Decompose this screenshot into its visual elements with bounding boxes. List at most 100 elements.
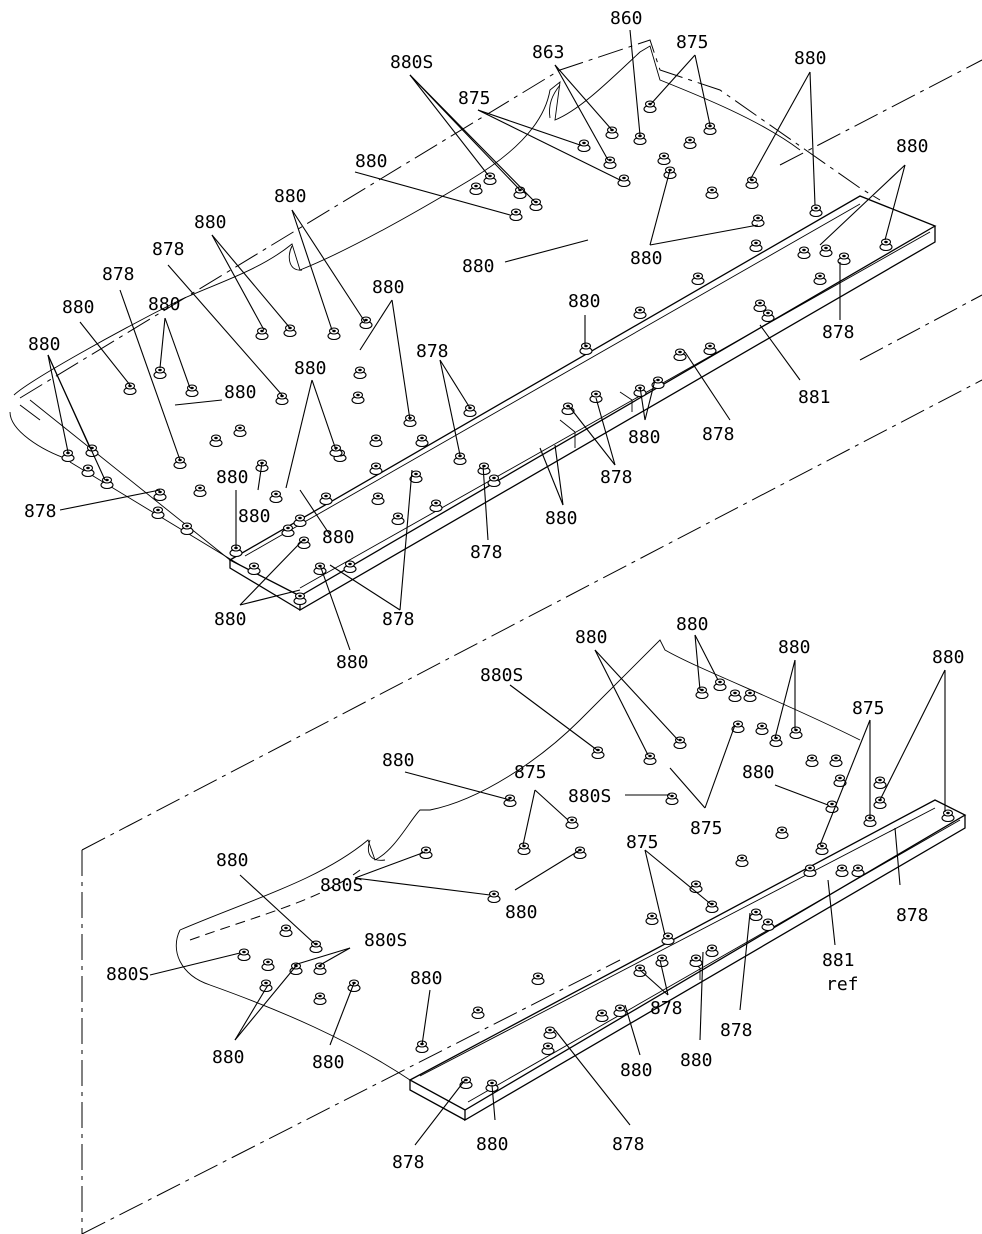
nut-fastener <box>153 488 167 502</box>
nut-fastener <box>761 918 775 932</box>
nut-fastener <box>655 954 669 968</box>
nut-fastener <box>531 972 545 986</box>
callout-label: 880 <box>896 136 929 157</box>
callout-label: 878 <box>702 424 735 445</box>
callout-label: 880 <box>28 334 61 355</box>
nut-fastener <box>347 979 361 993</box>
nut-fastener <box>319 492 333 506</box>
nut-fastener <box>851 864 865 878</box>
nut-fastener <box>633 306 647 320</box>
callout-label: 881 <box>822 950 855 971</box>
nut-fastener <box>429 499 443 513</box>
nut-fastener <box>487 890 501 904</box>
nut-fastener <box>283 324 297 338</box>
nut-fastener <box>100 476 114 490</box>
nut-fastener <box>327 327 341 341</box>
nut-fastener <box>673 348 687 362</box>
nut-fastener <box>517 842 531 856</box>
callout-label: 880 <box>336 652 369 673</box>
callout-label: 880 <box>568 291 601 312</box>
nut-fastener <box>313 562 327 576</box>
callout-label: 880 <box>628 427 661 448</box>
nut-fastener <box>769 734 783 748</box>
nut-fastener <box>463 404 477 418</box>
nut-fastener <box>61 449 75 463</box>
callout-label: 880 <box>630 248 663 269</box>
nut-fastener <box>603 156 617 170</box>
callout-label: 880S <box>320 875 363 896</box>
callout-label: 875 <box>676 32 709 53</box>
nut-fastener <box>749 908 763 922</box>
callout-label: 878 <box>600 467 633 488</box>
callout-label: 878 <box>470 542 503 563</box>
callout-label: 880 <box>194 212 227 233</box>
nut-fastener <box>789 726 803 740</box>
nut-fastener <box>873 776 887 790</box>
nut-fastener <box>691 272 705 286</box>
nut-fastener <box>705 186 719 200</box>
callout-label: 860 <box>610 8 643 29</box>
callout-label: 880 <box>382 750 415 771</box>
nut-fastener <box>751 214 765 228</box>
nut-fastener <box>403 414 417 428</box>
nut-fastener <box>371 492 385 506</box>
nut-fastener <box>415 1040 429 1054</box>
nut-fastener <box>247 562 261 576</box>
nut-fastener <box>483 172 497 186</box>
nut-fastener <box>703 122 717 136</box>
nut-fastener <box>193 484 207 498</box>
callout-label: 878 <box>720 1020 753 1041</box>
nut-fastener <box>259 979 273 993</box>
fastener-nuts <box>61 100 955 1093</box>
callout-label: 880S <box>390 52 433 73</box>
nut-fastener <box>743 689 757 703</box>
nut-fastener <box>123 382 137 396</box>
nut-fastener <box>477 462 491 476</box>
nut-fastener <box>703 342 717 356</box>
nut-fastener <box>833 774 847 788</box>
nut-fastener <box>359 316 373 330</box>
callout-label: 875 <box>514 762 547 783</box>
nut-fastener <box>579 342 593 356</box>
nut-fastener <box>209 434 223 448</box>
nut-fastener <box>591 746 605 760</box>
nut-fastener <box>577 139 591 153</box>
nut-fastener <box>809 204 823 218</box>
nut-fastener <box>813 272 827 286</box>
nut-fastener <box>269 490 283 504</box>
nut-fastener <box>565 816 579 830</box>
nut-fastener <box>261 958 275 972</box>
nut-fastener <box>153 366 167 380</box>
nut-fastener <box>369 462 383 476</box>
callout-label: ref <box>826 974 859 995</box>
callout-label: 880S <box>480 665 523 686</box>
nut-fastener <box>471 1006 485 1020</box>
nut-fastener <box>351 391 365 405</box>
nut-fastener <box>185 384 199 398</box>
callout-leader-lines <box>47 29 946 1146</box>
nut-fastener <box>829 754 843 768</box>
nut-fastener <box>605 126 619 140</box>
callout-label: 875 <box>626 832 659 853</box>
nut-fastener <box>541 1042 555 1056</box>
nut-fastener <box>755 722 769 736</box>
nut-fastener <box>825 800 839 814</box>
nut-fastener <box>713 678 727 692</box>
nut-fastener <box>689 880 703 894</box>
nut-fastener <box>293 514 307 528</box>
nut-fastener <box>419 846 433 860</box>
nut-fastener <box>657 152 671 166</box>
nut-fastener <box>663 166 677 180</box>
callout-label: 878 <box>24 501 57 522</box>
nut-fastener <box>309 940 323 954</box>
nut-fastener <box>879 238 893 252</box>
callout-label: 880 <box>322 527 355 548</box>
callout-label: 880 <box>505 902 538 923</box>
nut-fastener <box>503 794 517 808</box>
nut-fastener <box>275 392 289 406</box>
nut-fastener <box>633 384 647 398</box>
callout-label: 880 <box>462 256 495 277</box>
callout-label: 878 <box>416 341 449 362</box>
nut-fastener <box>745 176 759 190</box>
